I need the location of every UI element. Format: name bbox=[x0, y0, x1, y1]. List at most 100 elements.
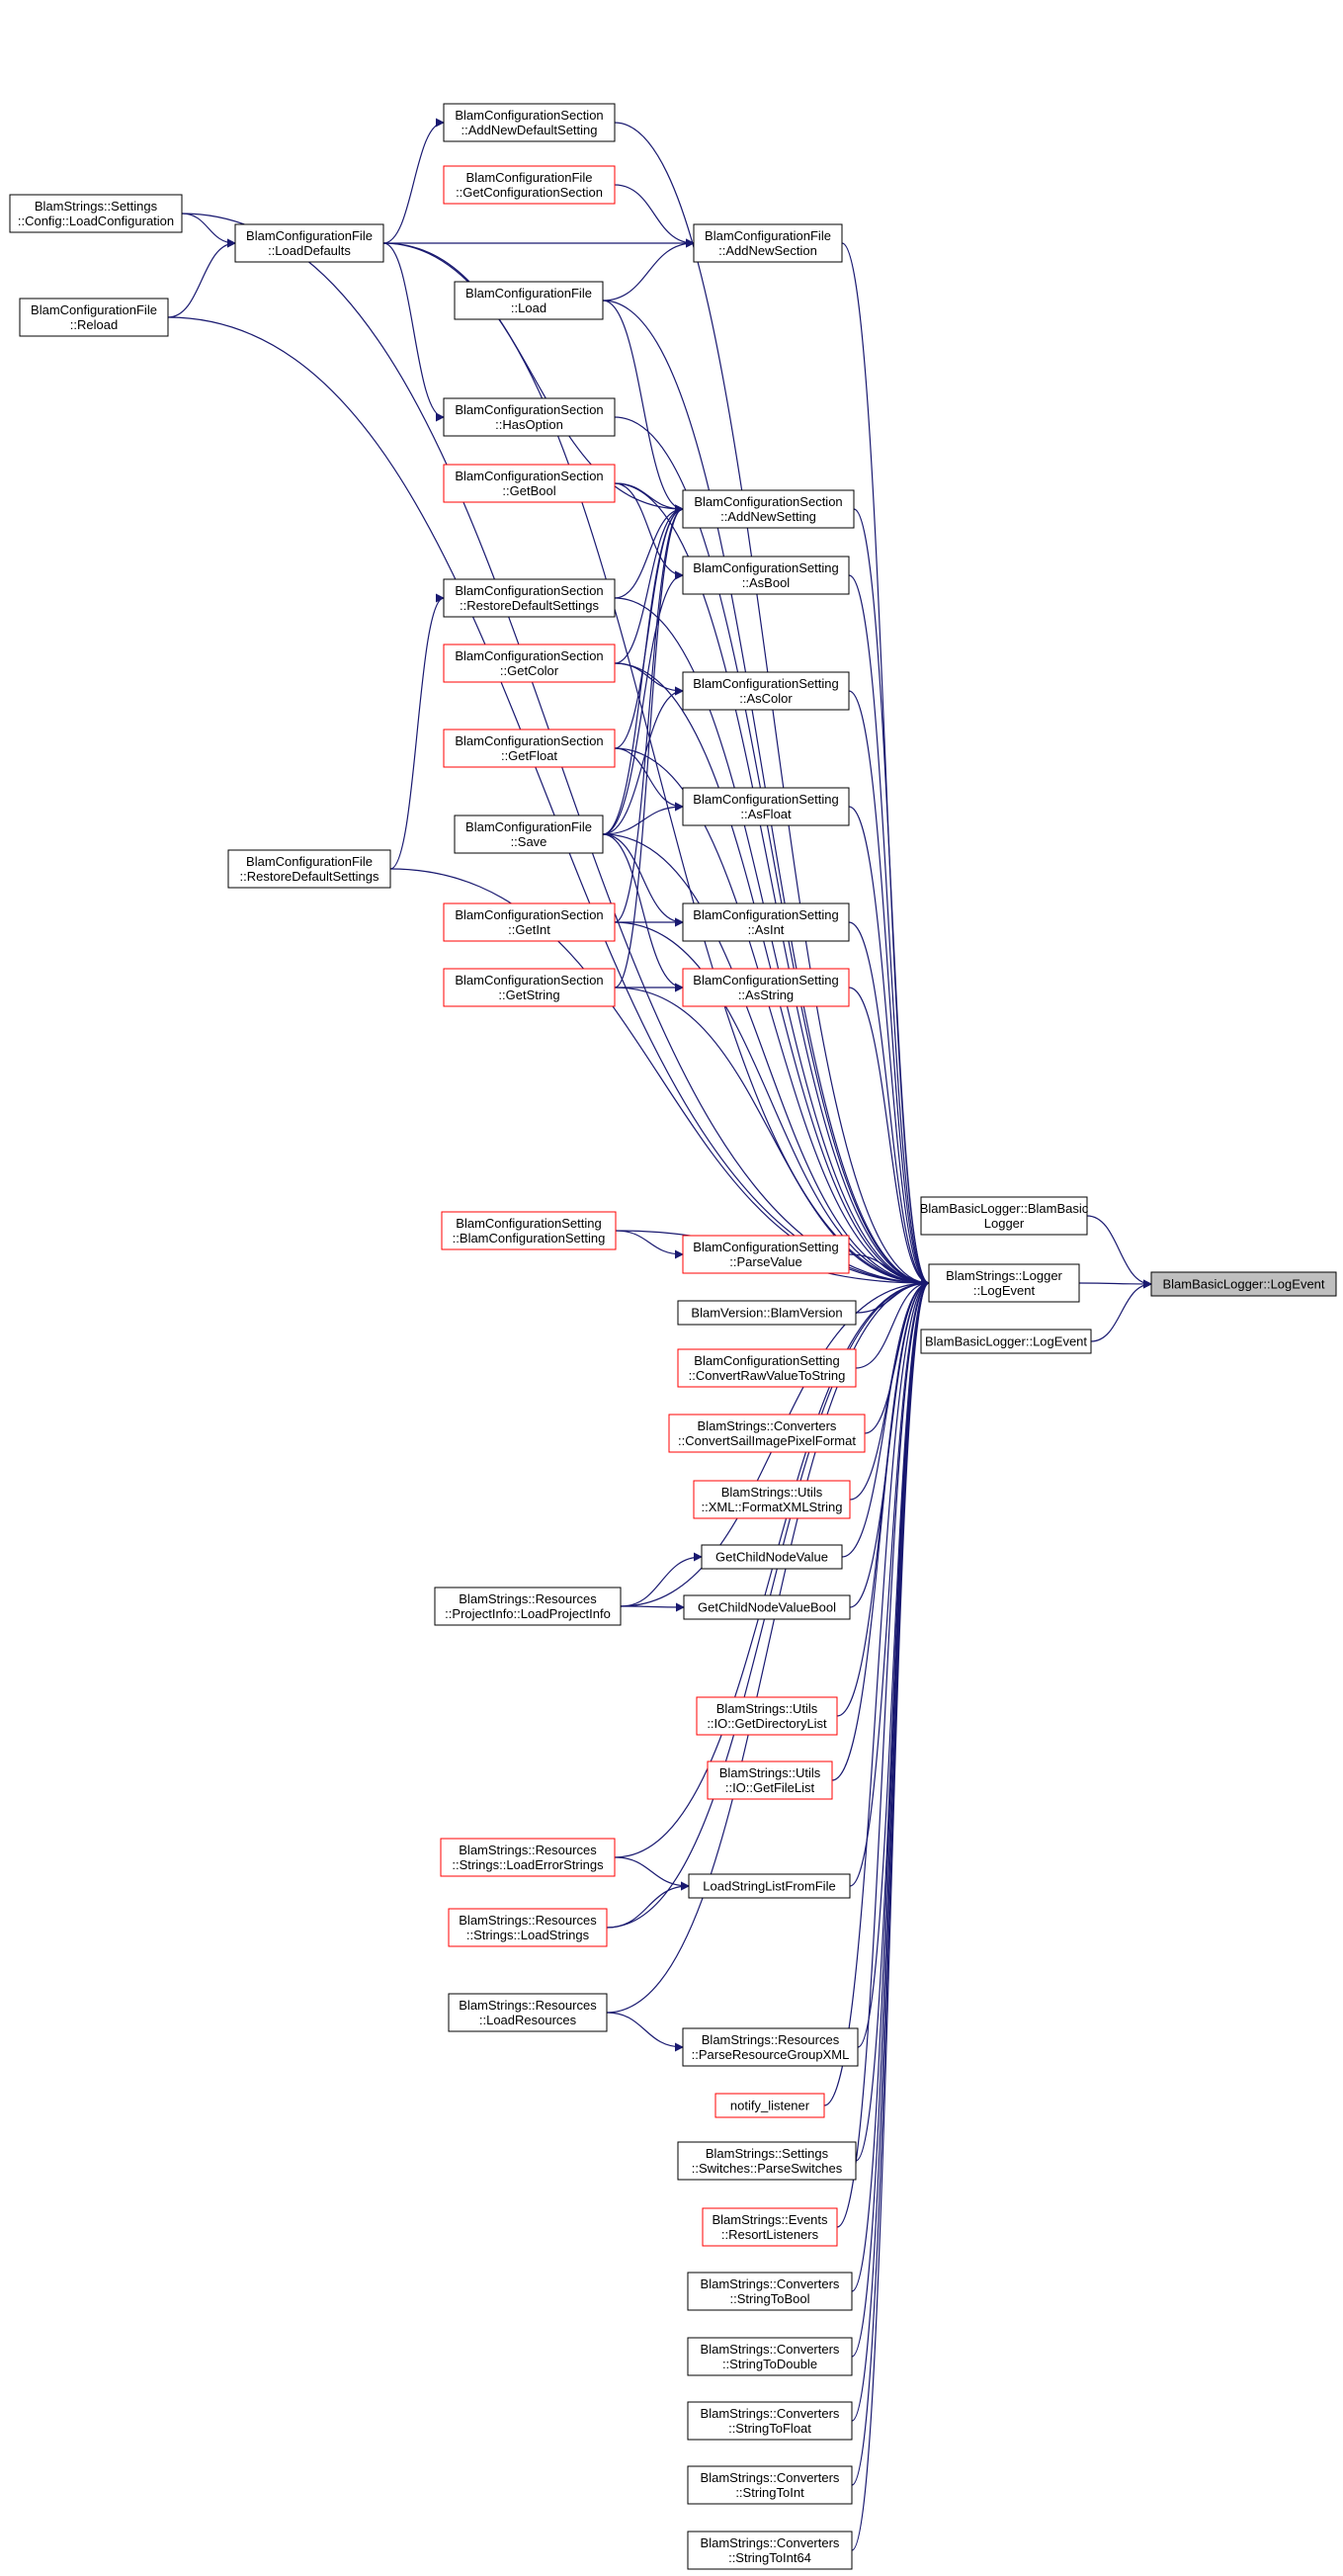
node-file-reload[interactable]: BlamConfigurationFile::Reload bbox=[19, 298, 169, 337]
node-file-loaddefaults[interactable]: BlamConfigurationFile::LoadDefaults bbox=[234, 223, 384, 263]
node-setting-asfloat[interactable]: BlamConfigurationSetting::AsFloat bbox=[682, 787, 850, 826]
node-label-line: BlamConfigurationSetting bbox=[693, 973, 838, 987]
node-label-line: BlamConfigurationFile bbox=[705, 228, 831, 243]
node-parseresourcegroup[interactable]: BlamStrings::Resources::ParseResourceGro… bbox=[682, 2027, 859, 2067]
node-label-line: ::AddNewSetting bbox=[720, 509, 816, 524]
node-box bbox=[693, 1480, 851, 1519]
call-edge-file-save-to-section-addnewsetting bbox=[602, 504, 684, 835]
node-loadprojectinfo[interactable]: BlamStrings::Resources::ProjectInfo::Loa… bbox=[434, 1587, 622, 1626]
node-notify-listener[interactable]: notify_listener bbox=[714, 2093, 825, 2118]
call-edge-file-reload-to-file-loaddefaults bbox=[167, 238, 236, 318]
node-basic-logevent-focus[interactable]: BlamBasicLogger::LogEvent bbox=[1150, 1271, 1337, 1297]
node-box bbox=[443, 729, 616, 768]
call-edge-section-getbool-to-setting-asbool bbox=[614, 482, 684, 580]
node-section-restoredefaults[interactable]: BlamConfigurationSection::RestoreDefault… bbox=[443, 578, 616, 618]
node-setting-asint[interactable]: BlamConfigurationSetting::AsInt bbox=[682, 902, 850, 942]
node-file-getconfigsection[interactable]: BlamConfigurationFile::GetConfigurationS… bbox=[443, 165, 616, 205]
node-box bbox=[448, 1908, 608, 1947]
call-edge-file-save-to-setting-asbool bbox=[602, 570, 684, 835]
call-edge-setting-ctor-to-setting-parsevalue bbox=[615, 1230, 684, 1259]
node-section-getstring[interactable]: BlamConfigurationSection::GetString bbox=[443, 968, 616, 1007]
node-label-line: Logger bbox=[984, 1216, 1025, 1231]
node-box bbox=[443, 968, 616, 1007]
node-label-line: ::Strings::LoadErrorStrings bbox=[452, 1857, 604, 1872]
node-label-line: BlamStrings::Converters bbox=[701, 2276, 840, 2291]
node-box bbox=[687, 2531, 853, 2570]
node-label-line: BlamConfigurationFile bbox=[246, 854, 373, 869]
node-version-ctor[interactable]: BlamVersion::BlamVersion bbox=[677, 1300, 857, 1326]
node-section-addnewsetting[interactable]: BlamConfigurationSection::AddNewSetting bbox=[682, 489, 855, 529]
node-label-line: ::AsFloat bbox=[740, 807, 792, 821]
node-label-line: ::BlamConfigurationSetting bbox=[453, 1231, 606, 1245]
node-section-hasoption[interactable]: BlamConfigurationSection::HasOption bbox=[443, 397, 616, 437]
node-section-addnewdefault[interactable]: BlamConfigurationSection::AddNewDefaultS… bbox=[443, 103, 616, 142]
node-conv-int64[interactable]: BlamStrings::Converters::StringToInt64 bbox=[687, 2531, 853, 2570]
call-edge-file-loaddefaults-to-section-addnewdefault bbox=[382, 118, 445, 244]
node-conv-sailimage[interactable]: BlamStrings::Converters::ConvertSailImag… bbox=[668, 1414, 866, 1453]
call-edge-strings-loadconfig-to-file-loaddefaults bbox=[181, 213, 236, 248]
node-conv-float[interactable]: BlamStrings::Converters::StringToFloat bbox=[687, 2401, 853, 2441]
node-box bbox=[702, 2207, 838, 2247]
node-strings-loadconfig[interactable]: BlamStrings::Settings::Config::LoadConfi… bbox=[9, 194, 183, 233]
node-box bbox=[707, 1760, 833, 1800]
node-label-line: ::GetString bbox=[498, 987, 559, 1002]
node-label-line: BlamConfigurationFile bbox=[31, 302, 157, 317]
call-edge-loadstringlist-to-logger-logevent bbox=[849, 1278, 930, 1887]
node-setting-ctor[interactable]: BlamConfigurationSetting::BlamConfigurat… bbox=[441, 1211, 617, 1250]
node-basic-ctor[interactable]: BlamBasicLogger::BlamBasicLogger bbox=[920, 1196, 1089, 1236]
node-logger-logevent[interactable]: BlamStrings::Logger::LogEvent bbox=[928, 1263, 1080, 1303]
call-edge-section-restoredefaults-to-section-addnewsetting bbox=[614, 504, 684, 599]
node-section-getfloat[interactable]: BlamConfigurationSection::GetFloat bbox=[443, 729, 616, 768]
node-label-line: BlamStrings::Converters bbox=[701, 2470, 840, 2485]
node-section-getint[interactable]: BlamConfigurationSection::GetInt bbox=[443, 902, 616, 942]
node-label-line: BlamConfigurationSection bbox=[455, 402, 603, 417]
node-loadresources[interactable]: BlamStrings::Resources::LoadResources bbox=[448, 1993, 608, 2032]
node-setting-asstring[interactable]: BlamConfigurationSetting::AsString bbox=[682, 968, 850, 1007]
node-basic-logevent2[interactable]: BlamBasicLogger::LogEvent bbox=[920, 1329, 1092, 1354]
node-box bbox=[920, 1196, 1088, 1236]
node-resortlisteners[interactable]: BlamStrings::Events::ResortListeners bbox=[702, 2207, 838, 2247]
node-setting-convertraw[interactable]: BlamConfigurationSetting::ConvertRawValu… bbox=[677, 1348, 857, 1388]
node-label-line: ::ConvertRawValueToString bbox=[689, 1368, 846, 1383]
node-parseswitches[interactable]: BlamStrings::Settings::Switches::ParseSw… bbox=[677, 2141, 857, 2181]
call-edge-section-getfloat-to-setting-asfloat bbox=[614, 747, 684, 812]
node-label-line: BlamStrings::Resources bbox=[459, 1913, 597, 1928]
node-file-restoredefaults[interactable]: BlamConfigurationFile::RestoreDefaultSet… bbox=[227, 849, 391, 889]
node-box bbox=[687, 2272, 853, 2311]
node-getchildnodevaluebool[interactable]: GetChildNodeValueBool bbox=[683, 1594, 851, 1620]
node-box bbox=[714, 2093, 825, 2118]
node-box bbox=[443, 644, 616, 683]
node-label-line: ::ParseValue bbox=[729, 1254, 801, 1269]
node-io-getfilelist[interactable]: BlamStrings::Utils::IO::GetFileList bbox=[707, 1760, 833, 1800]
node-label-line: BlamStrings::Utils bbox=[716, 1701, 818, 1716]
node-conv-int[interactable]: BlamStrings::Converters::StringToInt bbox=[687, 2465, 853, 2505]
node-section-getbool[interactable]: BlamConfigurationSection::GetBool bbox=[443, 464, 616, 503]
call-edge-file-load-to-section-addnewsetting bbox=[602, 300, 684, 514]
node-label-line: BlamStrings::Settings bbox=[35, 199, 158, 214]
node-loadstringlist[interactable]: LoadStringListFromFile bbox=[688, 1873, 851, 1899]
node-box bbox=[693, 223, 843, 263]
node-setting-parsevalue[interactable]: BlamConfigurationSetting::ParseValue bbox=[682, 1235, 850, 1274]
node-setting-ascolor[interactable]: BlamConfigurationSetting::AsColor bbox=[682, 671, 850, 711]
call-edge-section-getbool-to-logger-logevent bbox=[614, 482, 930, 1288]
node-loadstrings[interactable]: BlamStrings::Resources::Strings::LoadStr… bbox=[448, 1908, 608, 1947]
node-conv-bool[interactable]: BlamStrings::Converters::StringToBool bbox=[687, 2272, 853, 2311]
node-label-line: BlamStrings::Converters bbox=[698, 1418, 837, 1433]
node-box bbox=[441, 1211, 617, 1250]
node-xml-format[interactable]: BlamStrings::Utils::XML::FormatXMLString bbox=[693, 1480, 851, 1519]
node-label-line: ::StringToDouble bbox=[722, 2357, 817, 2371]
node-io-getdirlist[interactable]: BlamStrings::Utils::IO::GetDirectoryList bbox=[696, 1696, 838, 1736]
node-label-line: GetChildNodeValue bbox=[715, 1550, 828, 1565]
node-section-getcolor[interactable]: BlamConfigurationSection::GetColor bbox=[443, 644, 616, 683]
node-file-addnewsection[interactable]: BlamConfigurationFile::AddNewSection bbox=[693, 223, 843, 263]
node-label-line: ::GetBool bbox=[502, 483, 555, 498]
node-file-save[interactable]: BlamConfigurationFile::Save bbox=[454, 815, 604, 854]
node-box bbox=[454, 815, 604, 854]
node-setting-asbool[interactable]: BlamConfigurationSetting::AsBool bbox=[682, 556, 850, 595]
node-file-load[interactable]: BlamConfigurationFile::Load bbox=[454, 281, 604, 320]
node-getchildnodevalue[interactable]: GetChildNodeValue bbox=[701, 1544, 843, 1570]
node-loaderrorstrings[interactable]: BlamStrings::Resources::Strings::LoadErr… bbox=[440, 1838, 616, 1877]
node-label-line: BlamConfigurationSetting bbox=[456, 1216, 601, 1231]
node-label-line: ::StringToInt bbox=[735, 2485, 804, 2500]
node-conv-double[interactable]: BlamStrings::Converters::StringToDouble bbox=[687, 2337, 853, 2376]
